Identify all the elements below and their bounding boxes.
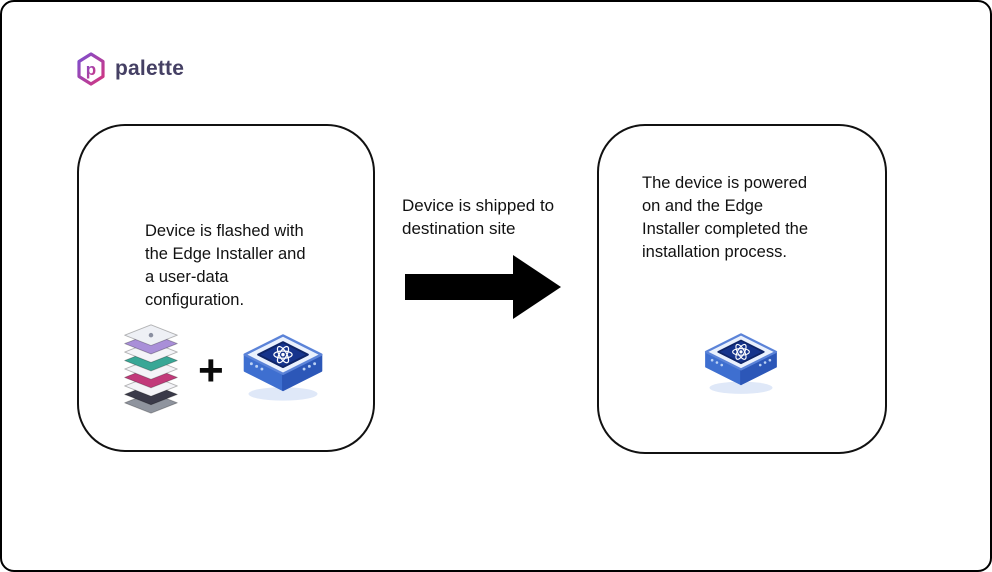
- plus-icon: +: [198, 346, 224, 395]
- edge-device-icon: [243, 334, 323, 401]
- left-stage-icons: +: [117, 322, 329, 416]
- palette-logo-icon: p: [77, 52, 105, 86]
- software-stack-icon: [124, 324, 178, 414]
- palette-logo: p palette: [76, 52, 184, 86]
- transition-label: Device is shipped to destination site: [402, 196, 555, 238]
- left-stage-description: Device is flashed with the Edge Installe…: [145, 222, 306, 309]
- edge-device-icon: [704, 333, 778, 394]
- right-stage-description: The device is powered on and the Edge In…: [642, 174, 809, 261]
- palette-logo-text: palette: [115, 57, 185, 80]
- arrow-right-icon: [405, 255, 561, 319]
- left-stage-box: Device is flashed with the Edge Installe…: [77, 124, 375, 452]
- palette-logo-monogram: p: [86, 60, 96, 79]
- right-stage-box: The device is powered on and the Edge In…: [597, 124, 887, 454]
